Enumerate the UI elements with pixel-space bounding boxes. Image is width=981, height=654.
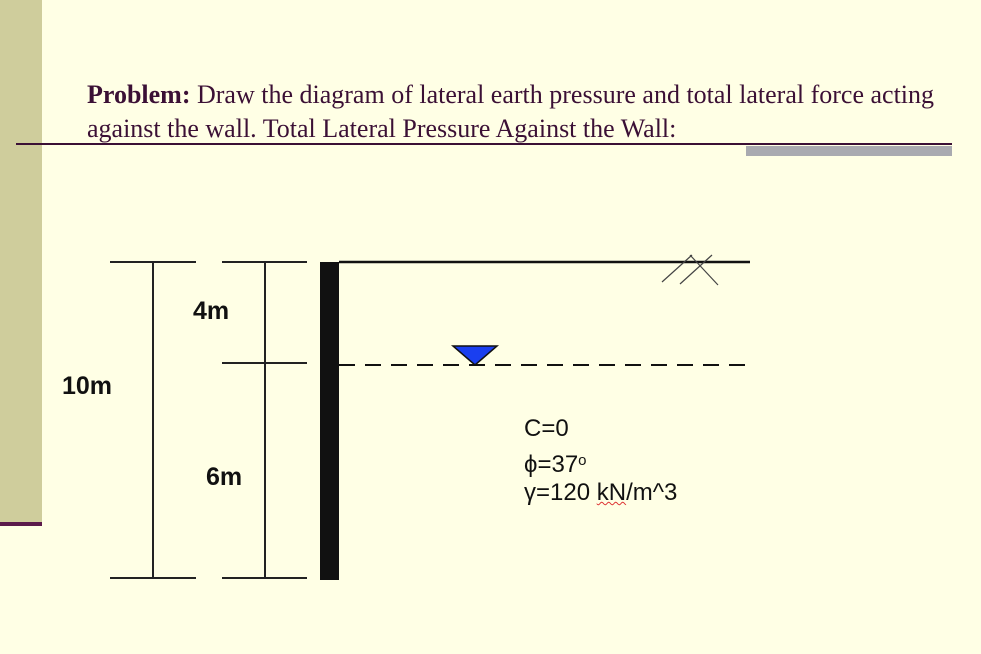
- dimension-label-6m: 6m: [206, 463, 243, 491]
- water-table-marker-icon: [450, 345, 500, 366]
- slide-side-bar: [0, 0, 42, 522]
- slide-side-bar-accent: [0, 522, 42, 526]
- dimension-label-10m: 10m: [62, 372, 113, 400]
- title-underline-rule: [16, 143, 952, 145]
- problem-text: Draw the diagram of lateral earth pressu…: [87, 80, 935, 143]
- soil-cohesion: C=0: [524, 415, 569, 442]
- ground-hatch-icon: [661, 254, 719, 286]
- dimension-10m: [110, 261, 196, 579]
- phi-value: =37: [537, 451, 579, 478]
- retaining-wall: [320, 262, 339, 580]
- degree-symbol: o: [578, 452, 587, 469]
- gamma-unit-kn: kN: [596, 479, 627, 506]
- problem-statement: Problem: Draw the diagram of lateral ear…: [87, 78, 967, 146]
- gamma-prefix: γ=120: [524, 479, 597, 506]
- dimension-label-4m: 4m: [193, 297, 230, 325]
- soil-unit-weight: γ=120 kN/m^3: [524, 477, 677, 509]
- soil-friction-angle: ϕ=37o: [524, 445, 587, 481]
- problem-label: Problem:: [87, 80, 191, 109]
- gamma-suffix: /m^3: [626, 479, 678, 506]
- title-gray-bar: [746, 146, 952, 156]
- dimension-4m-6m: [222, 261, 307, 579]
- phi-symbol: ϕ: [524, 451, 538, 478]
